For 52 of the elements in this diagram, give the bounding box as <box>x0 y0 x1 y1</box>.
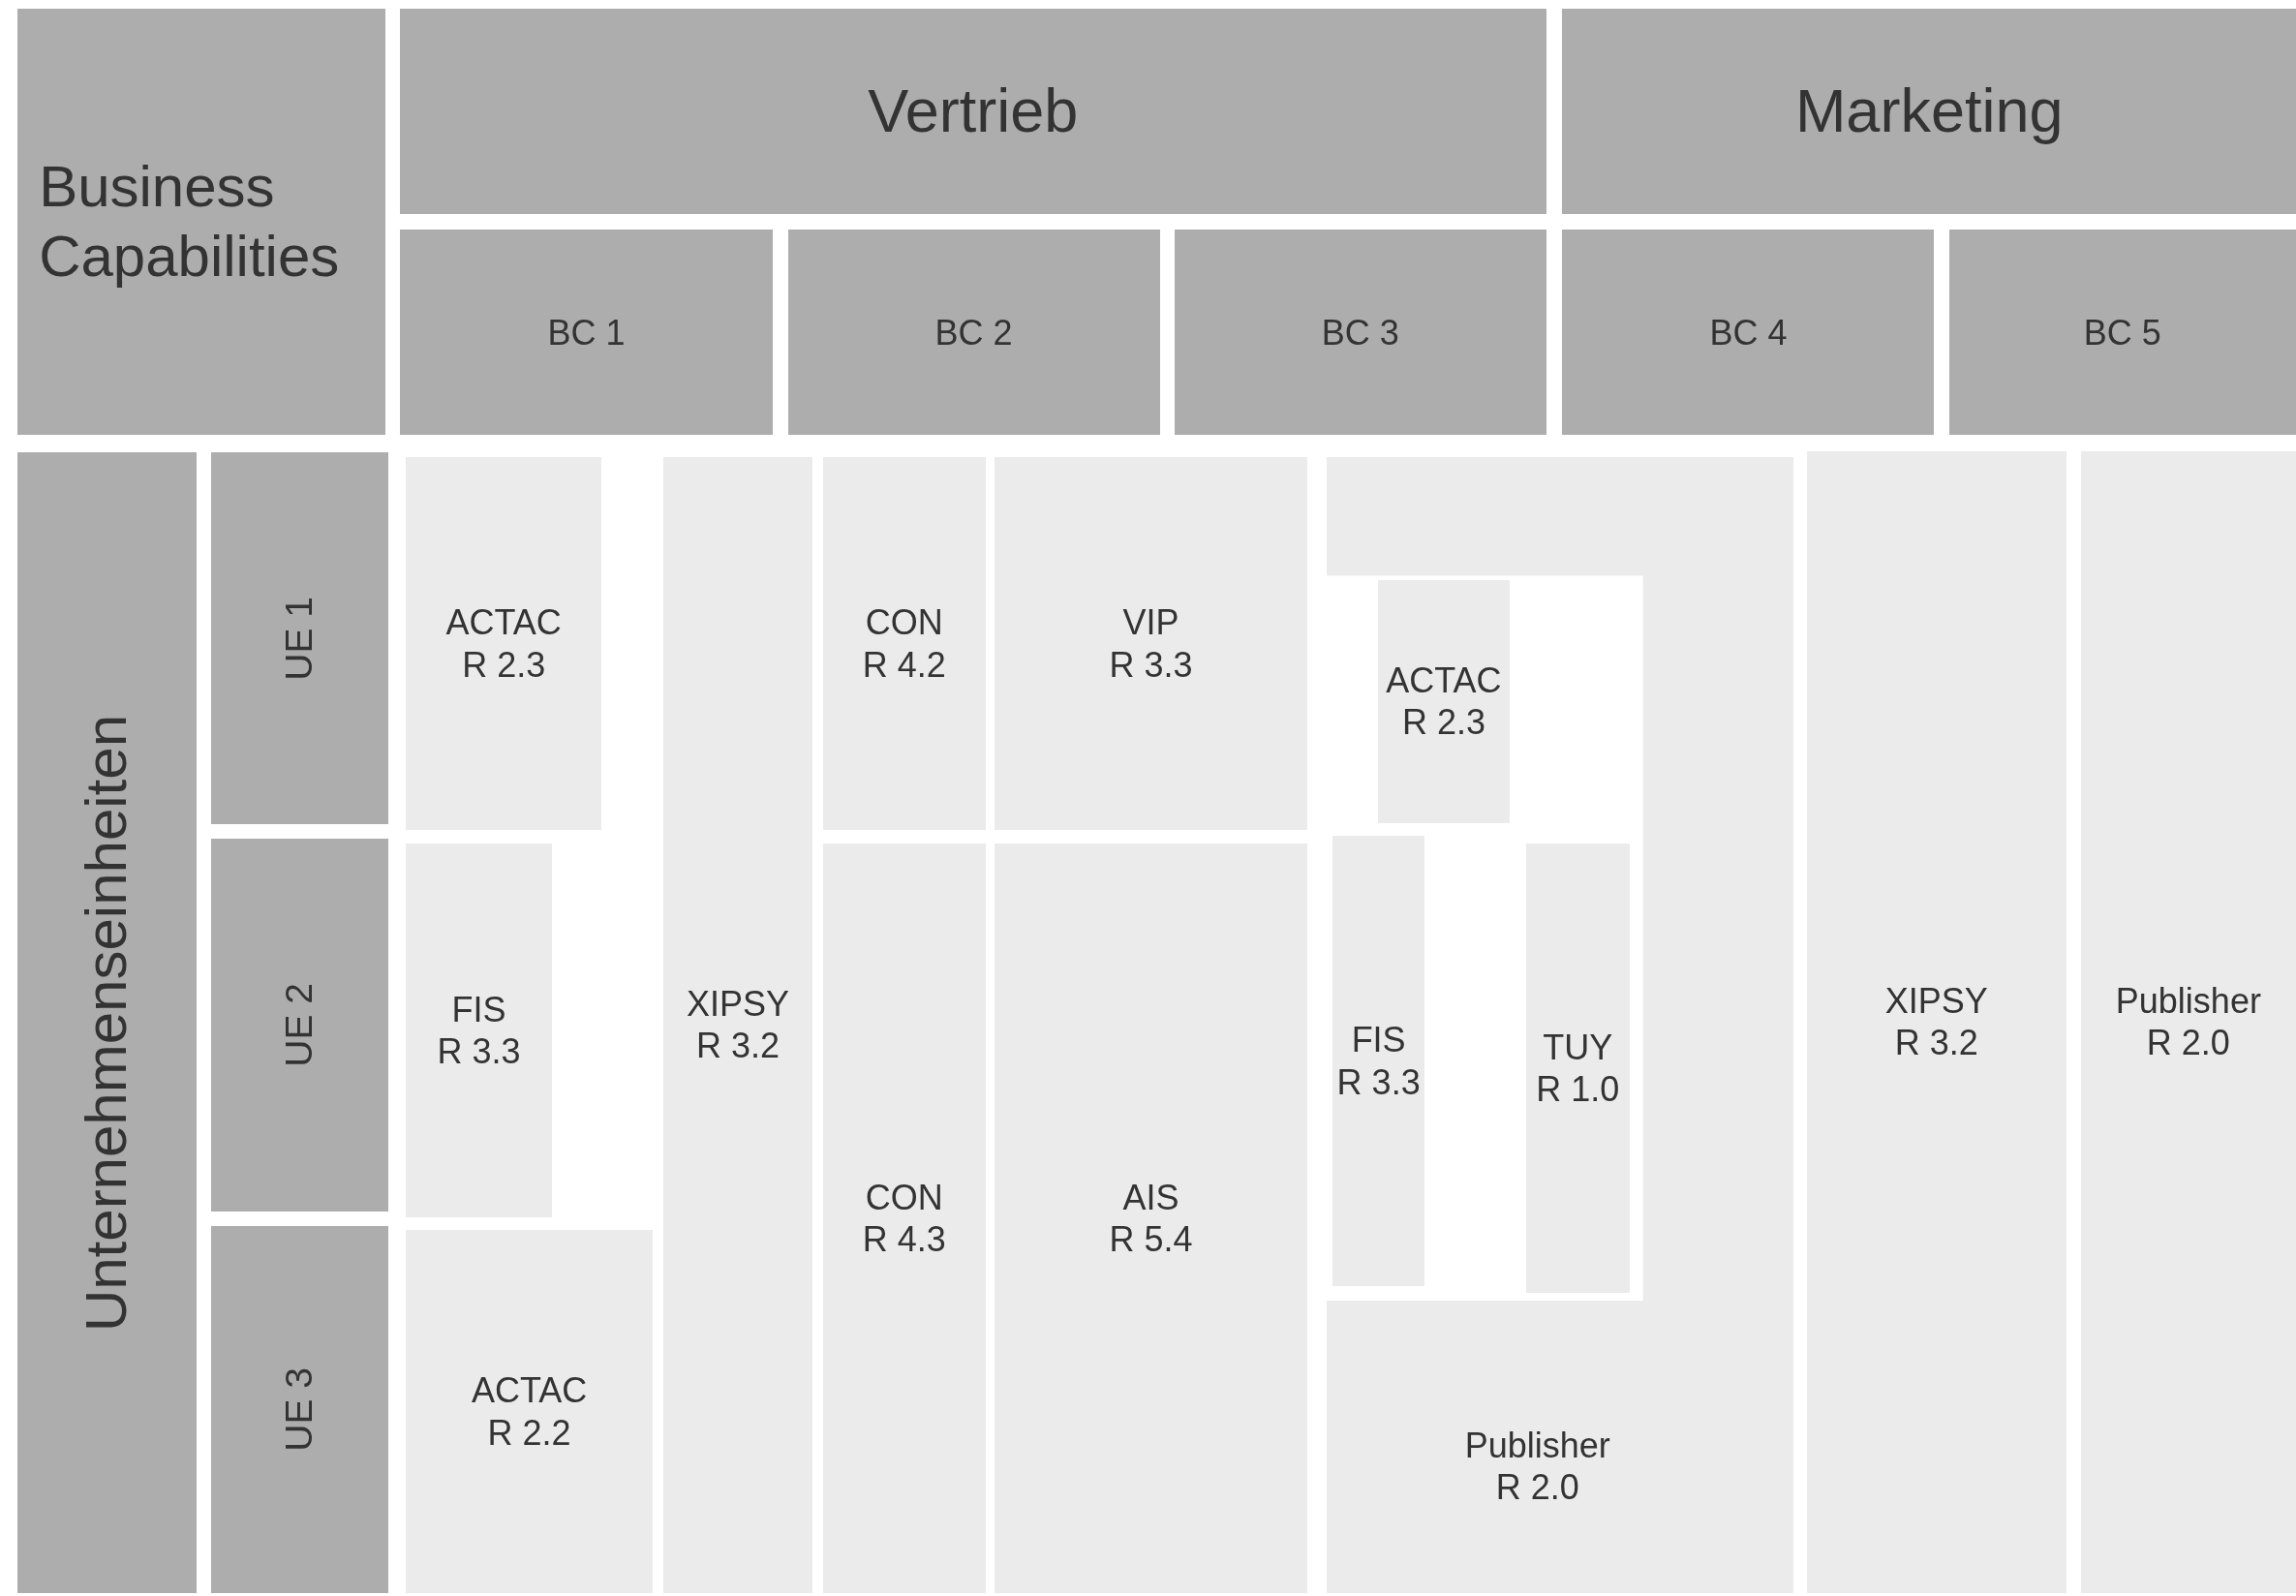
application-name: FIS <box>451 988 506 1030</box>
unit-header-cell <box>210 452 388 825</box>
header-label: Marketing <box>1794 76 2064 147</box>
release-label: R 2.0 <box>1495 1466 1579 1509</box>
domain-header-cell <box>1562 9 2296 214</box>
unit-group-header <box>17 452 197 1594</box>
capability-header-cell <box>787 230 1160 436</box>
header-label: BC 4 <box>1709 311 1788 353</box>
application-name: Publisher <box>2115 980 2261 1023</box>
header-label: UE 2 <box>276 983 321 1067</box>
release-label: R 5.4 <box>1109 1218 1193 1261</box>
header-label: UE 3 <box>276 1367 321 1452</box>
capability-header-cell <box>1562 230 1935 436</box>
application-name: VIP <box>1122 601 1179 644</box>
header-label: Unternehmenseinheiten <box>73 714 140 1332</box>
application-name: XIPSY <box>687 983 790 1026</box>
release-label: R 2.0 <box>2146 1022 2230 1064</box>
application-name: FIS <box>1351 1019 1406 1061</box>
release-label: R 1.0 <box>1536 1068 1620 1111</box>
domain-header-cell <box>399 9 1546 214</box>
header-label: BC 3 <box>1321 311 1399 353</box>
release-label: R 3.2 <box>696 1025 781 1067</box>
row-header-cell <box>17 9 385 436</box>
application-name: ACTAC <box>445 601 562 644</box>
header-label: BC 5 <box>2083 311 2161 353</box>
release-label: R 4.3 <box>862 1218 946 1261</box>
application-name: ACTAC <box>1386 660 1502 702</box>
application-name: ACTAC <box>471 1369 588 1412</box>
capability-header-cell <box>399 230 774 436</box>
release-label: R 2.2 <box>487 1411 571 1454</box>
application-name: AIS <box>1122 1176 1179 1219</box>
application-name: TUY <box>1543 1026 1613 1069</box>
header-label: BC 2 <box>934 311 1013 353</box>
release-label: R 3.3 <box>437 1029 521 1072</box>
application-name: CON <box>865 601 943 644</box>
release-label: R 3.2 <box>1894 1022 1978 1064</box>
application-name: XIPSY <box>1884 980 1988 1023</box>
unit-header-cell <box>210 839 388 1212</box>
capability-header-cell <box>1948 230 2296 436</box>
capability-header-cell <box>1174 230 1546 436</box>
release-label: R 2.3 <box>462 643 546 686</box>
release-label: R 3.3 <box>1336 1060 1421 1103</box>
header-label: Business Capabilities <box>39 153 341 292</box>
release-label: R 3.3 <box>1109 643 1193 686</box>
application-name: Publisher <box>1464 1425 1610 1467</box>
header-label: Vertrieb <box>868 76 1079 147</box>
header-label: UE 1 <box>276 596 321 681</box>
release-label: R 2.3 <box>1401 701 1485 744</box>
application-name: CON <box>865 1176 943 1219</box>
unit-header-cell <box>210 1225 388 1594</box>
release-label: R 4.2 <box>862 643 946 686</box>
header-label: BC 1 <box>547 311 626 353</box>
